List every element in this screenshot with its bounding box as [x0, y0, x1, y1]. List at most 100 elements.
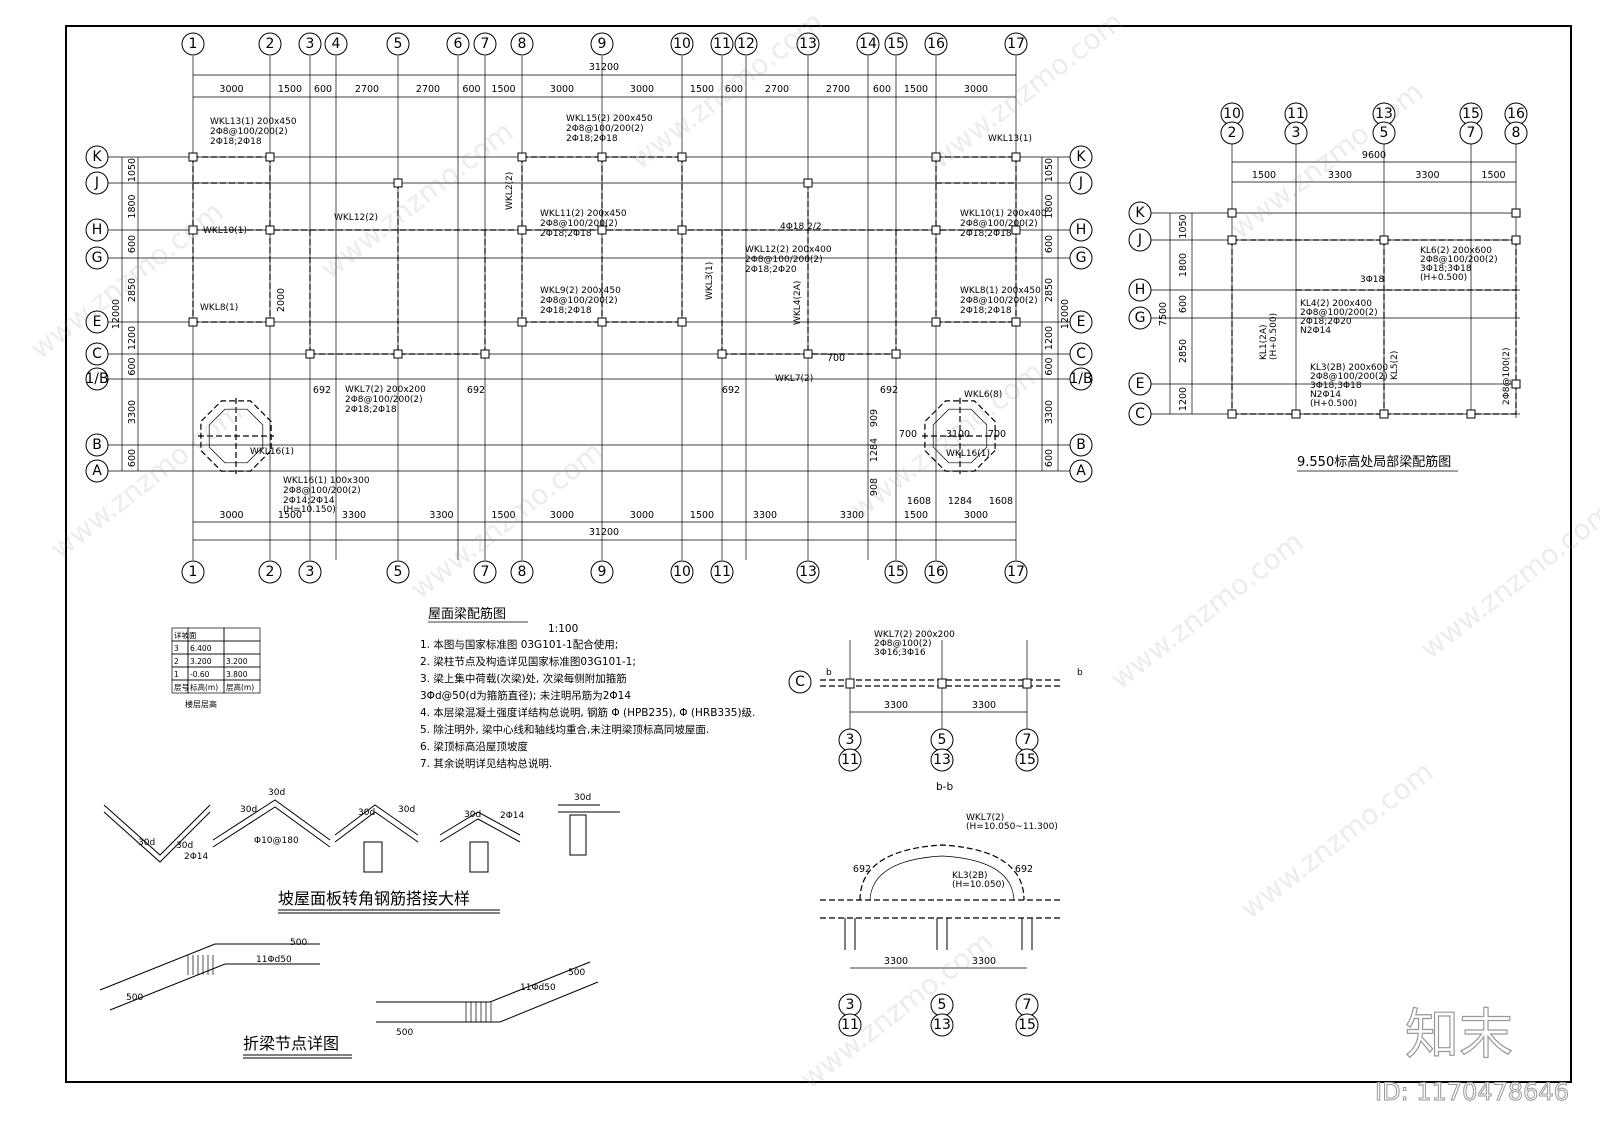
detail-label: 2Φ14	[500, 811, 525, 821]
dim-value: 3300	[840, 510, 864, 521]
detail-label: 30d	[240, 805, 257, 815]
beam-label: 2Φ8@100/200(2)	[210, 127, 288, 137]
axis-label: 5	[394, 564, 403, 580]
fold-beam-caption: 折梁节点详图	[243, 1034, 339, 1053]
column	[803, 349, 813, 359]
axis-label: 5	[394, 36, 403, 52]
axis-label: 14	[859, 36, 877, 52]
axis-label: K	[92, 149, 102, 165]
dim-value: 1200	[1044, 326, 1055, 350]
axis-label: 8	[1512, 125, 1521, 141]
dim-value: 692	[853, 864, 871, 875]
column	[597, 225, 607, 235]
axis-label: 15	[1018, 752, 1036, 768]
fold-beam-line	[99, 943, 320, 991]
axis-bubble	[1128, 201, 1152, 225]
axis-label: 8	[518, 36, 527, 52]
beam-label: WKL7(2)	[775, 374, 813, 384]
dim-total: 12000	[111, 299, 122, 329]
axis-label: J	[1078, 175, 1083, 191]
dim-value: 3000	[630, 510, 654, 521]
note-line: 7. 其余说明详见结构总说明.	[420, 757, 552, 770]
dim-total: 12000	[1060, 299, 1071, 329]
table-text: 6.400	[190, 644, 212, 653]
column	[1466, 409, 1476, 419]
column	[393, 178, 403, 188]
beam-label: 2Φ18;2Φ20	[745, 265, 797, 275]
column	[1379, 235, 1389, 245]
beam-label: WKL2(2)	[505, 172, 515, 210]
axis-bubble	[1284, 121, 1308, 145]
dim-value: 1284	[869, 438, 880, 462]
axis-label: 7	[481, 36, 490, 52]
column	[188, 152, 198, 162]
column	[1511, 208, 1521, 218]
beam-label: KL6(2) 200x600	[1420, 246, 1492, 256]
dim-value: 600	[127, 357, 138, 375]
axis-label: 13	[799, 564, 817, 580]
dim-total: 31200	[589, 527, 619, 538]
table-caption: 楼层层高	[185, 699, 217, 709]
dim-value: 3000	[550, 84, 574, 95]
dim-value: 3000	[219, 84, 243, 95]
dim-value: 3300	[342, 510, 366, 521]
dim-value: 2850	[127, 278, 138, 302]
axis-label: 11	[841, 752, 859, 768]
axis-bubble	[1128, 278, 1152, 302]
axis-bubble	[1004, 560, 1028, 584]
axis-label: 1/B	[85, 371, 108, 387]
dim-value: 1608	[907, 496, 931, 507]
column	[677, 225, 687, 235]
note-line: 1. 本图与国家标准图 03G101-1配合使用;	[420, 638, 618, 651]
note-line: 3Φd@50(d为箍筋直径); 未注明吊筋为2Φ14	[420, 689, 631, 702]
note-line: 3. 梁上集中荷载(次梁)处, 次梁每侧附加箍筋	[420, 672, 627, 685]
detail-label: 11Φd50	[520, 983, 556, 993]
table-cell	[223, 627, 261, 642]
axis-bubble	[670, 32, 694, 56]
axis-label: 1	[189, 564, 198, 580]
table-text: 详坡面	[174, 630, 197, 640]
dim-value: 692	[467, 385, 485, 396]
dim-value: 3300	[127, 400, 138, 424]
axis-label: H	[92, 222, 103, 238]
table-text: 3.200	[226, 657, 248, 666]
axis-label: 1/B	[1069, 371, 1092, 387]
axis-bubble	[1459, 121, 1483, 145]
table-text: 1	[174, 670, 179, 679]
beam-label: 2Φ18;2Φ18	[345, 405, 397, 415]
axis-bubble	[85, 310, 109, 334]
drawing-frame	[65, 25, 1572, 1083]
axis-label: 3	[306, 564, 315, 580]
beam-label: 3Φ18;3Φ18	[1310, 381, 1362, 391]
axis-bubble	[1128, 372, 1152, 396]
axis-label: 6	[454, 36, 463, 52]
axis-bubble	[590, 32, 614, 56]
dim-value: 692	[722, 385, 740, 396]
axis-label: 12	[737, 36, 755, 52]
axis-label: 13	[933, 752, 951, 768]
column	[1011, 225, 1021, 235]
dim-value: 3300	[1415, 170, 1439, 181]
column	[265, 225, 275, 235]
axis-label: E	[1077, 314, 1086, 330]
dim-value: 600	[1044, 357, 1055, 375]
axis-bubble	[181, 32, 205, 56]
dim-value: 2000	[276, 288, 287, 312]
column	[1511, 379, 1521, 389]
dim-value: 600	[127, 235, 138, 253]
dim-value: 1500	[904, 510, 928, 521]
dim-value: 692	[880, 385, 898, 396]
detail-label: 2Φ14	[184, 852, 209, 862]
dim-value: 3000	[964, 510, 988, 521]
beam-label: WKL6(8)	[964, 390, 1002, 400]
axis-bubble	[788, 670, 812, 694]
slab-line	[439, 818, 521, 843]
axis-label: 5	[938, 997, 947, 1013]
axis-bubble	[670, 560, 694, 584]
axis-label: 13	[933, 1017, 951, 1033]
beam-label: WKL9(2) 200x450	[540, 286, 621, 296]
